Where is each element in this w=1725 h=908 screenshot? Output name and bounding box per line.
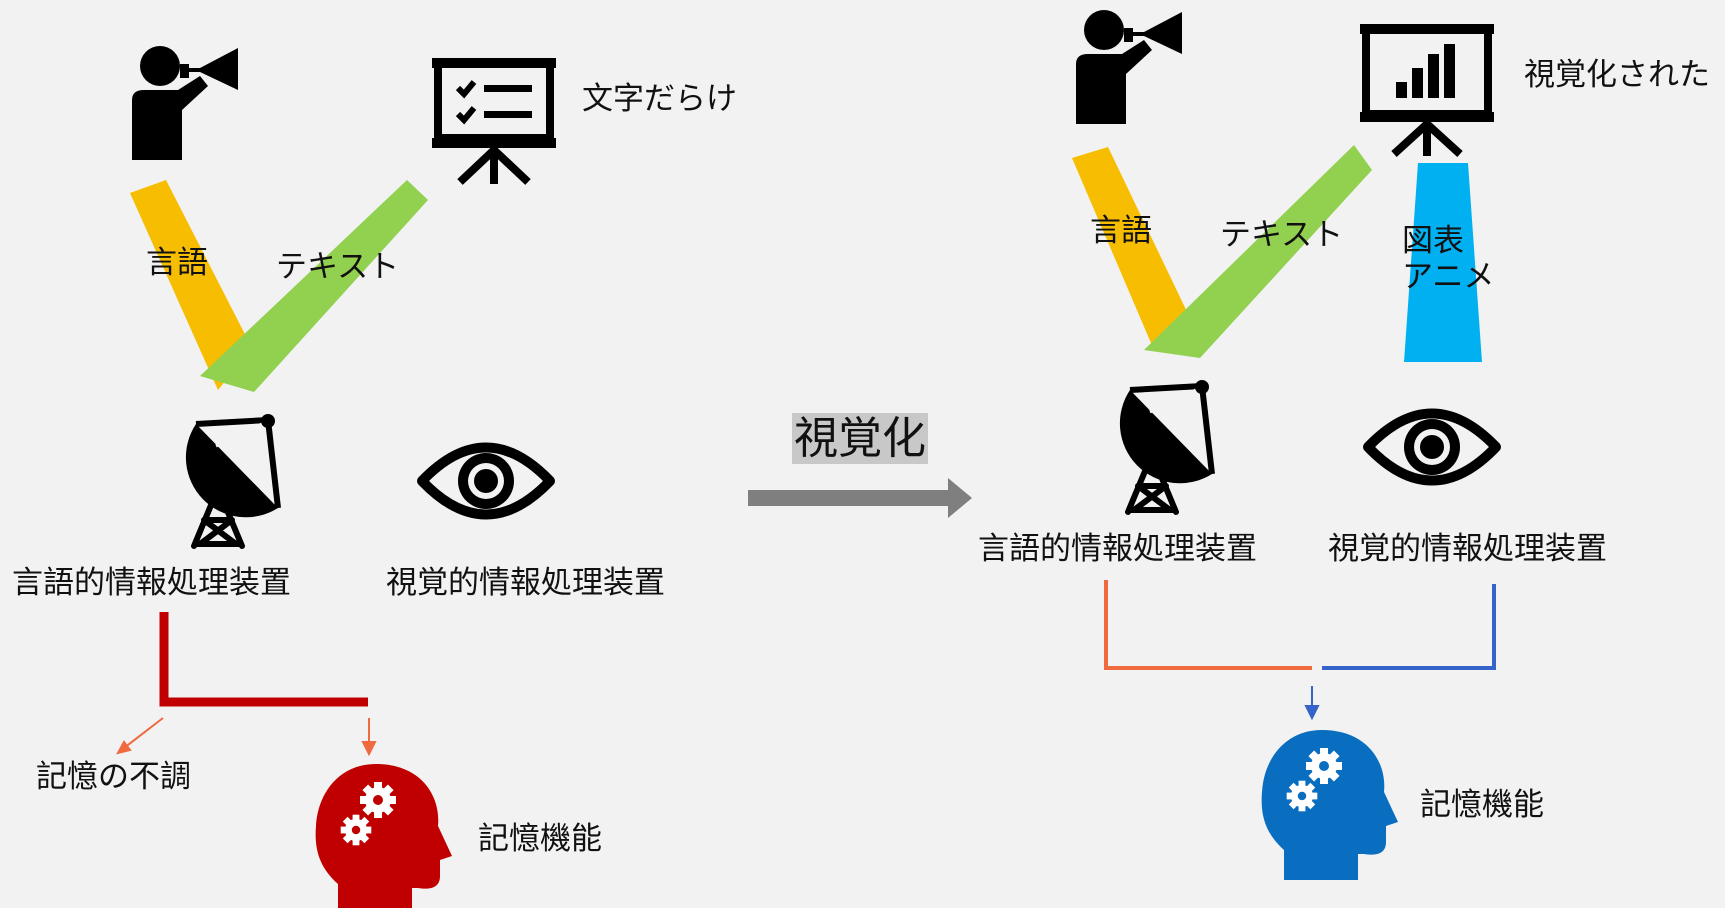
- visualize-label: 視覚化: [792, 413, 928, 464]
- speaker-megaphone-icon: [132, 46, 238, 160]
- text-band: [200, 180, 428, 392]
- visual-channel-label-line1: 図表: [1402, 223, 1464, 259]
- chart-slide-board-icon: [1360, 24, 1494, 157]
- right-connector-visual: [1322, 584, 1496, 670]
- visualize-label-wrap: 視覚化: [792, 413, 928, 465]
- arrow-to-memory-left: [361, 718, 377, 757]
- brain-head-icon-left: [315, 764, 452, 908]
- memory-label-right: 記憶機能: [1420, 787, 1544, 823]
- speaker-megaphone-icon-right: [1076, 10, 1182, 124]
- text-band-right: [1144, 145, 1372, 358]
- left-connector: [159, 612, 368, 707]
- verbal-channel-label: 言語: [146, 245, 208, 281]
- arrow-to-memory-problem: [116, 717, 164, 755]
- text-slide-board-icon: [432, 58, 556, 185]
- right-connector-verbal: [1104, 580, 1312, 670]
- visualize-arrow: [748, 478, 972, 518]
- verbal-band: [130, 180, 252, 390]
- eye-icon: [422, 448, 550, 515]
- visual-band-right: [1404, 163, 1482, 362]
- text-channel-label: テキスト: [276, 249, 400, 285]
- verbal-processor-label: 言語的情報処理装置: [12, 565, 291, 601]
- text-channel-label-right: テキスト: [1220, 217, 1344, 253]
- verbal-channel-label-right: 言語: [1090, 213, 1152, 249]
- visual-processor-label-right: 視覚的情報処理装置: [1328, 531, 1607, 567]
- eye-icon-right: [1368, 414, 1496, 481]
- memory-label-left: 記憶機能: [478, 821, 602, 857]
- text-only-label: 文字だらけ: [582, 81, 737, 117]
- visual-processor-label: 視覚的情報処理装置: [386, 565, 665, 601]
- arrow-to-memory-right: [1304, 686, 1320, 721]
- satellite-dish-icon-right: [1120, 380, 1212, 512]
- brain-head-icon-right: [1261, 730, 1398, 880]
- visualized-label: 視覚化された: [1524, 57, 1710, 93]
- verbal-processor-label-right: 言語的情報処理装置: [978, 531, 1257, 567]
- memory-problem-label: 記憶の不調: [36, 759, 191, 795]
- visual-channel-label-line2: アニメ: [1402, 259, 1495, 295]
- verbal-band-right: [1072, 147, 1190, 350]
- satellite-dish-icon: [186, 414, 278, 546]
